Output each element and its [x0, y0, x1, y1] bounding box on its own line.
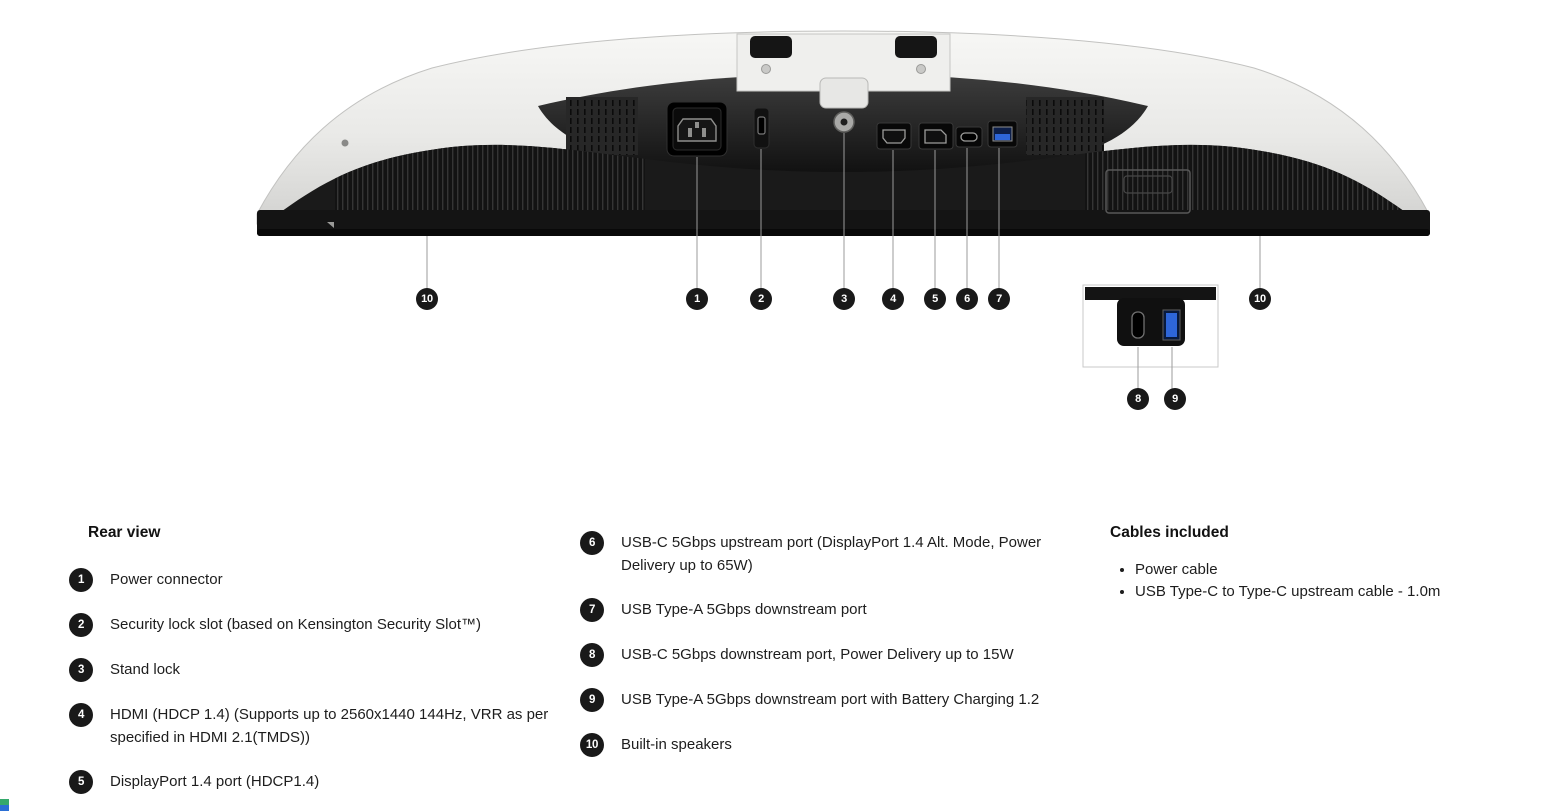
monitor-art	[256, 30, 1430, 389]
callout-2-security-lock: 2	[750, 288, 772, 310]
stand-hinge-cover	[819, 77, 869, 109]
vent-left	[566, 97, 638, 155]
cables-title: Cables included	[1110, 524, 1229, 541]
cables-list: Power cable USB Type-C to Type-C upstrea…	[1110, 559, 1490, 603]
item-text: DisplayPort 1.4 port (HDCP1.4)	[110, 773, 320, 790]
callout-label: 3	[841, 293, 847, 305]
list-item-5: 5 DisplayPort 1.4 port (HDCP1.4)	[69, 770, 574, 794]
cable-item: Power cable	[1135, 559, 1490, 581]
callout-label: 2	[758, 293, 764, 305]
list-item-9: 9 USB Type-A 5Gbps downstream port with …	[580, 688, 1070, 712]
quick-access-panel	[1105, 169, 1191, 214]
usb-c-upstream-port	[955, 126, 983, 148]
callout-label: 8	[1135, 393, 1141, 405]
item-text: USB-C 5Gbps upstream port (DisplayPort 1…	[621, 534, 1042, 574]
callout-leader-lines	[426, 133, 1261, 389]
list-item-3: 3 Stand lock	[69, 658, 574, 682]
detail-usb-a-port	[1162, 309, 1181, 341]
hdmi-port	[876, 122, 912, 150]
item-number-badge: 2	[69, 613, 93, 637]
monitor-rear-diagram: 10 1 2 3 4 5 6 7 10 8 9	[256, 30, 1430, 410]
corner-artifact	[0, 799, 9, 811]
item-number-badge: 5	[69, 770, 93, 794]
stand-lock-button	[833, 111, 855, 133]
ports-section: 6 USB-C 5Gbps upstream port (DisplayPort…	[580, 531, 1070, 778]
displayport-port	[918, 122, 954, 150]
item-text: USB Type-A 5Gbps downstream port	[621, 601, 867, 618]
callout-label: 7	[996, 293, 1002, 305]
callout-7-usb-a: 7	[988, 288, 1010, 310]
detail-usb-c-port	[1131, 311, 1145, 339]
callout-1-power: 1	[686, 288, 708, 310]
callout-label: 5	[932, 293, 938, 305]
item-text: USB-C 5Gbps downstream port, Power Deliv…	[621, 646, 1014, 663]
callout-label: 9	[1172, 393, 1178, 405]
list-item-1: 1 Power connector	[69, 568, 574, 592]
vent-right	[1026, 97, 1104, 155]
cables-section: Cables included Power cable USB Type-C t…	[1110, 523, 1490, 603]
item-text: HDMI (HDCP 1.4) (Supports up to 2560x144…	[110, 706, 549, 746]
item-text: Power connector	[110, 571, 223, 588]
item-number-badge: 3	[69, 658, 93, 682]
list-item-8: 8 USB-C 5Gbps downstream port, Power Del…	[580, 643, 1070, 667]
item-text: Stand lock	[110, 661, 181, 678]
usb-a-port	[987, 120, 1018, 148]
quick-access-detail-inset	[1082, 284, 1219, 368]
callout-5-displayport: 5	[924, 288, 946, 310]
item-text: USB Type-A 5Gbps downstream port with Ba…	[621, 691, 1040, 708]
security-lock-slot	[753, 107, 770, 149]
list-item-4: 4 HDMI (HDCP 1.4) (Supports up to 2560x1…	[69, 703, 574, 749]
rear-view-title: Rear view	[88, 524, 161, 541]
item-text: Security lock slot (based on Kensington …	[110, 616, 482, 633]
rear-view-section: Rear view 1 Power connector 2 Security l…	[69, 523, 574, 811]
list-item-6: 6 USB-C 5Gbps upstream port (DisplayPort…	[580, 531, 1070, 577]
list-item-7: 7 USB Type-A 5Gbps downstream port	[580, 598, 1070, 622]
item-number-badge: 6	[580, 531, 604, 555]
callout-4-hdmi: 4	[882, 288, 904, 310]
callout-9-usb-a-detail: 9	[1164, 388, 1186, 410]
callout-label: 10	[1254, 293, 1266, 305]
callout-3-stand-lock: 3	[833, 288, 855, 310]
item-number-badge: 1	[69, 568, 93, 592]
power-connector-port	[666, 101, 728, 157]
callout-10-speakers-left: 10	[416, 288, 438, 310]
panel-screw	[341, 139, 349, 147]
item-number-badge: 10	[580, 733, 604, 757]
item-number-badge: 8	[580, 643, 604, 667]
item-number-badge: 7	[580, 598, 604, 622]
callout-10-speakers-right: 10	[1249, 288, 1271, 310]
item-text: Built-in speakers	[621, 736, 732, 753]
callout-label: 6	[964, 293, 970, 305]
callout-6-usb-c: 6	[956, 288, 978, 310]
callout-label: 4	[890, 293, 896, 305]
callout-8-usb-c-detail: 8	[1127, 388, 1149, 410]
callout-label: 10	[421, 293, 433, 305]
list-item-10: 10 Built-in speakers	[580, 733, 1070, 757]
cable-item: USB Type-C to Type-C upstream cable - 1.…	[1135, 581, 1490, 603]
callout-label: 1	[694, 293, 700, 305]
item-number-badge: 4	[69, 703, 93, 727]
item-number-badge: 9	[580, 688, 604, 712]
list-item-2: 2 Security lock slot (based on Kensingto…	[69, 613, 574, 637]
logo-mark	[327, 222, 334, 228]
